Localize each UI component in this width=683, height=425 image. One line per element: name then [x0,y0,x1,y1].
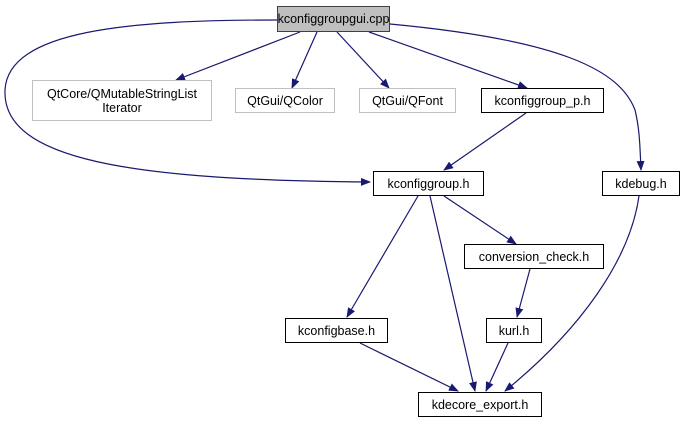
edge-root-to-kdebug [389,23,645,171]
node-label: kconfiggroup_p.h [494,93,591,108]
edge-kconfiggroup-to-kconfigbase [346,195,419,318]
node-label: QtCore/QMutableStringList Iterator [46,86,198,115]
edge-root-to-qmutable [175,31,301,81]
node-kconfiggroup-p-h[interactable]: kconfiggroup_p.h [481,88,604,113]
edge-root-to-kconfiggroup [4,19,371,186]
node-kconfiggroupgui-cpp: kconfiggroupgui.cpp [277,6,390,32]
edge-kurl-to-kdecore_export [485,342,509,392]
node-kdecore-export-h[interactable]: kdecore_export.h [418,392,542,417]
node-conversion-check-h[interactable]: conversion_check.h [464,244,604,269]
edge-kconfiggroup-to-kdecore_export [429,195,477,392]
node-label: kurl.h [498,323,530,338]
edge-root-to-qfont [336,31,390,89]
node-kconfiggroup-h[interactable]: kconfiggroup.h [373,171,484,196]
node-label: kdecore_export.h [431,397,529,412]
node-label: kconfiggroup.h [387,176,470,191]
edge-kdebug-to-kdecore_export [504,195,640,392]
node-qcolor: QtGui/QColor [235,88,335,113]
node-label: QtGui/QFont [372,93,443,108]
node-qfont: QtGui/QFont [359,88,456,113]
node-label: kconfiggroupgui.cpp [277,12,390,26]
edge-root-to-qcolor [291,31,318,89]
edge-kconfiggroup_p-to-kconfiggroup [443,112,527,171]
edge-kconfigbase-to-kdecore_export [359,342,459,392]
node-qmutablestringlistiterator: QtCore/QMutableStringList Iterator [32,80,212,121]
node-label: kdebug.h [615,176,667,191]
node-kurl-h[interactable]: kurl.h [486,318,542,343]
node-label: kconfigbase.h [297,323,376,338]
node-kdebug-h[interactable]: kdebug.h [602,171,680,196]
edge-kconfiggroup-to-conversion_check [443,195,517,245]
node-label: conversion_check.h [478,249,590,264]
edge-conversion_check-to-kurl [515,268,531,318]
edge-root-to-kconfiggroup_p [368,31,528,89]
node-label: QtGui/QColor [247,93,323,108]
node-kconfigbase-h[interactable]: kconfigbase.h [285,318,388,343]
